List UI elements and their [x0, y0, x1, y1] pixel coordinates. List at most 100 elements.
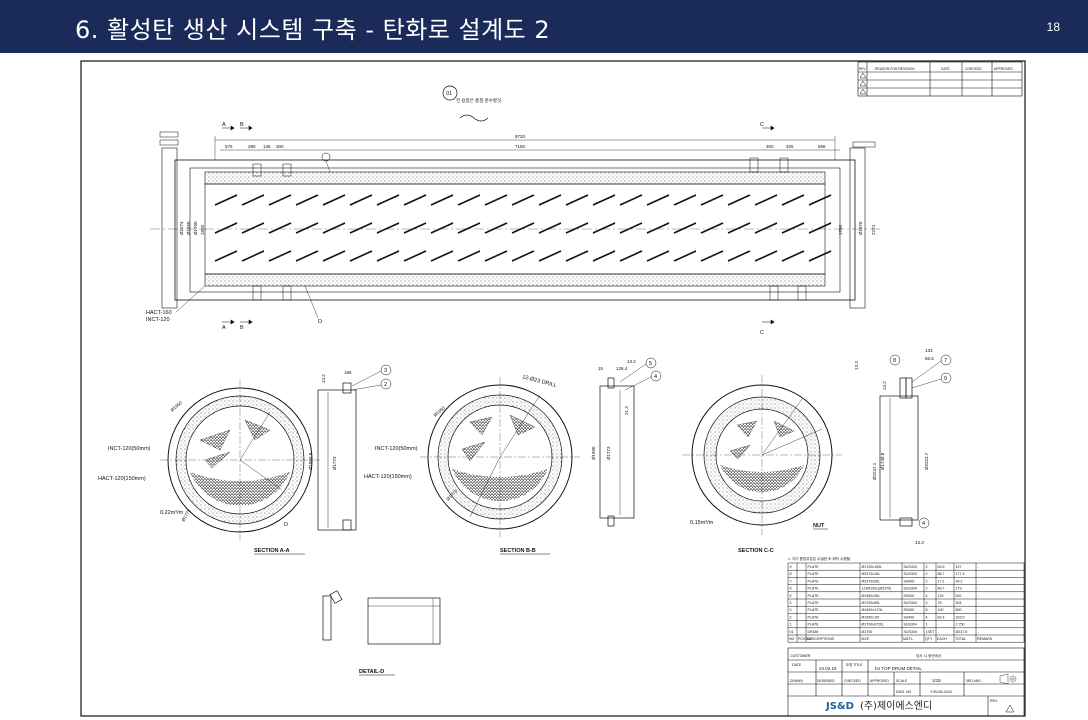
svg-text:INCT-120(50mm): INCT-120(50mm): [375, 446, 418, 452]
bom-cell: Ø1990x17OL: [862, 608, 883, 612]
bom-cell: SUS304: [904, 630, 917, 634]
bom-cell: PLATE: [808, 565, 820, 569]
bom-cell: Ø2370x50L: [862, 579, 881, 583]
svg-text:13.3: 13.3: [854, 361, 859, 370]
bom-cell: 800: [956, 608, 962, 612]
svg-text:HACT-160: HACT-160: [146, 310, 172, 316]
bom-cell: 4: [926, 594, 928, 598]
slide-title: 6. 활성탄 생산 시스템 구축 - 탄화로 설계도 2: [75, 16, 551, 44]
section-arrows: [222, 125, 775, 325]
svg-text:APPROVED: APPROVED: [870, 679, 889, 683]
company-name: (주)제이에스엔디: [859, 701, 933, 712]
section-cc-labels: 0.15m³/m NUT SECTION C-C Ø2247.1 Ø1748.8…: [690, 348, 952, 554]
bom-cell: 34.2: [956, 579, 963, 583]
flight-blade: [781, 222, 805, 234]
svg-text:DATE: DATE: [941, 67, 951, 71]
svg-text:Ø1990: Ø1990: [591, 446, 596, 460]
svg-text:D: D: [318, 319, 322, 325]
bom-header: NO: [789, 637, 795, 641]
bom-cell: PLATE: [808, 615, 820, 619]
bom-cell: 532: [956, 594, 962, 598]
svg-text:1700: 1700: [838, 224, 843, 235]
svg-text:Ø1950: Ø1950: [186, 221, 191, 235]
svg-text:01: 01: [446, 91, 452, 97]
bom-cell: -: [978, 608, 980, 612]
flight-blade: [241, 194, 265, 206]
bom-cell: 1SET: [926, 630, 936, 634]
bom-cell: Ø1990x10t: [862, 615, 880, 619]
bom-cell: 1: [790, 623, 792, 627]
bom-cell: 304: [956, 601, 962, 605]
notes-title: 1. 각기 용접부분은 수밀한 후 제작 수행할: [788, 556, 851, 561]
svg-text:13.2: 13.2: [882, 381, 887, 390]
svg-text:Ø1773: Ø1773: [606, 446, 611, 460]
svg-text:325: 325: [786, 144, 794, 149]
svg-text:13.2: 13.2: [321, 374, 326, 383]
bom-cell: -: [978, 623, 980, 627]
company-footer: JS&D(주)제이에스엔디: [826, 697, 932, 712]
drawing-svg: A B C D E REV. REASON FOR REVISION DATE …: [80, 60, 1026, 717]
bom-cell: -: [938, 623, 940, 627]
flight-blade: [295, 194, 319, 206]
flight-blade: [727, 250, 751, 262]
flight-blade: [511, 222, 535, 234]
bom-cell: SS400: [904, 615, 915, 619]
svg-text:0.22m³/m: 0.22m³/m: [160, 510, 184, 516]
flight-blade: [268, 250, 292, 262]
bom-cell: 333.5: [956, 615, 965, 619]
svg-text:Ø1748.8: Ø1748.8: [880, 452, 885, 470]
bom-cell: Ø1700x85L: [862, 601, 881, 605]
flight-blade: [376, 222, 400, 234]
flight-blade: [565, 222, 589, 234]
svg-text:SECTION A-A: SECTION A-A: [254, 548, 290, 554]
flight-blade: [457, 222, 481, 234]
bom-cell: SS400: [904, 608, 915, 612]
svg-text:9720: 9720: [515, 134, 526, 139]
flight-blade: [511, 250, 535, 262]
bom-header: MAT'L: [903, 637, 913, 641]
svg-text:A: A: [222, 325, 226, 331]
bom-cell: 3: [790, 608, 792, 612]
bom-cell: -: [938, 630, 940, 634]
flight-blade: [430, 250, 454, 262]
bom-header: QTY: [925, 637, 933, 641]
svg-text:SECTION C-C: SECTION C-C: [738, 548, 774, 554]
svg-text:D: D: [284, 522, 288, 528]
bom-cell: PLATE: [808, 608, 820, 612]
bom-cell: 89.7: [938, 587, 945, 591]
flight-blade: [322, 194, 346, 206]
engineering-drawing: A B C D E REV. REASON FOR REVISION DATE …: [80, 60, 1030, 718]
svg-text:당사 시 생산에서: 당사 시 생산에서: [916, 653, 941, 658]
flight-blade: [268, 194, 292, 206]
bom-header: DESCRIPTIONS: [807, 637, 835, 641]
bom-cell: 83.4: [938, 615, 945, 619]
flight-blade: [376, 194, 400, 206]
svg-text:Ø2223.7: Ø2223.7: [924, 452, 929, 470]
svg-text:3RD ANG.: 3RD ANG.: [966, 679, 982, 683]
flight-blade: [754, 222, 778, 234]
section-aa: Ø1950 Ø1773: [160, 380, 320, 540]
bom-cell: 179: [956, 587, 962, 591]
bom-cell: 177.4: [956, 572, 965, 576]
bom-cell: PLATE: [808, 623, 820, 627]
flight-blade: [322, 250, 346, 262]
svg-text:Ø1773: Ø1773: [181, 508, 192, 523]
bom-cell: Ø237.6: [956, 630, 968, 634]
svg-text:DRAWN: DRAWN: [790, 679, 803, 683]
svg-text:Ø1773: Ø1773: [332, 456, 337, 470]
svg-text:24.02.15: 24.02.15: [819, 666, 837, 671]
svg-text:7: 7: [944, 358, 947, 364]
bom-cell: SUS304: [904, 623, 917, 627]
svg-text:133: 133: [925, 348, 933, 353]
title-block: [787, 647, 1025, 717]
flight-blade: [700, 194, 724, 206]
flight-blade: [241, 222, 265, 234]
flight-blade: [241, 250, 265, 262]
svg-text:Ø1878: Ø1878: [858, 221, 863, 235]
svg-text:REV.: REV.: [990, 699, 998, 703]
flight-blade: [214, 222, 238, 234]
svg-text:A: A: [222, 122, 226, 128]
flight-blade: [376, 250, 400, 262]
bom-cell: SUS304: [904, 601, 917, 605]
